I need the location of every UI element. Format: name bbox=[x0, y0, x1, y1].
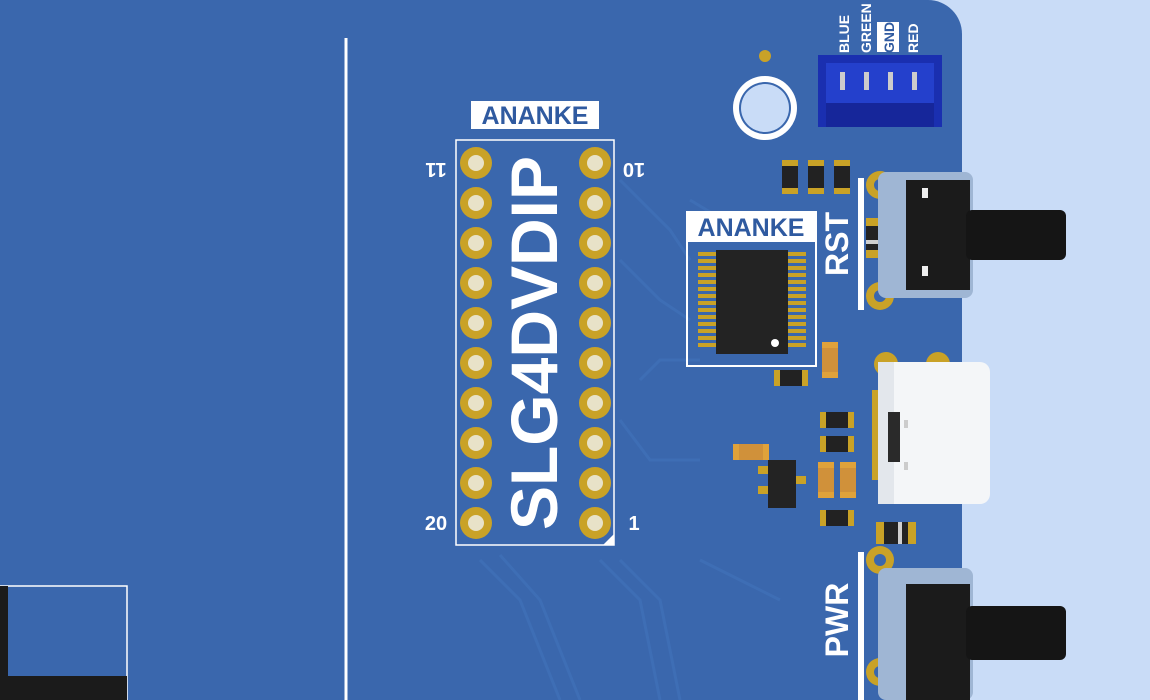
dip-drill bbox=[468, 315, 484, 331]
dip-footprint bbox=[455, 139, 615, 546]
connector-label-green: GREEN bbox=[858, 3, 874, 53]
ic-label: ANANKE bbox=[698, 214, 805, 242]
resistor-array-top bbox=[782, 160, 850, 194]
ic-pin bbox=[786, 252, 806, 256]
dip-drill bbox=[587, 395, 603, 411]
dip-drill bbox=[468, 155, 484, 171]
ic-pin bbox=[786, 273, 806, 277]
ic-pin bbox=[786, 308, 806, 312]
usb-c-connector bbox=[872, 352, 990, 504]
ic-pin bbox=[698, 259, 718, 263]
ic-pin bbox=[698, 329, 718, 333]
ic-pin bbox=[786, 343, 806, 347]
ic-pin bbox=[786, 315, 806, 319]
ic-pin bbox=[698, 287, 718, 291]
ic-pin bbox=[698, 280, 718, 284]
connector-label-red: RED bbox=[905, 23, 921, 53]
module-label: ANANKE bbox=[482, 102, 589, 130]
ic-pin bbox=[786, 294, 806, 298]
pin-20-label: 20 bbox=[425, 513, 447, 535]
rgb-connector bbox=[818, 55, 942, 127]
mounting-hole bbox=[733, 50, 797, 140]
ic-pin bbox=[698, 266, 718, 270]
dip-drill bbox=[587, 195, 603, 211]
pwr-label: PWR bbox=[819, 583, 855, 658]
dip-drill bbox=[468, 195, 484, 211]
ic-pin bbox=[698, 322, 718, 326]
dip-drill bbox=[587, 275, 603, 291]
pin-1-label: 1 bbox=[628, 513, 639, 535]
pin-10-label: 10 bbox=[623, 158, 645, 180]
dip-drill bbox=[468, 275, 484, 291]
connector-label-gnd: GND bbox=[881, 22, 897, 53]
ic-pin bbox=[698, 336, 718, 340]
dip-chip-label: SLG4DVDIP bbox=[497, 156, 571, 530]
pin-11-label: 11 bbox=[425, 158, 446, 180]
ic-pin bbox=[786, 266, 806, 270]
pwr-button bbox=[858, 546, 1066, 700]
ic-pin bbox=[786, 259, 806, 263]
dip-drill bbox=[587, 435, 603, 451]
dip-drill bbox=[468, 355, 484, 371]
ic-pin bbox=[698, 308, 718, 312]
ic-pin bbox=[698, 252, 718, 256]
dip-drill bbox=[587, 235, 603, 251]
module-label-box: ANANKE bbox=[471, 101, 599, 130]
ic-pin bbox=[786, 287, 806, 291]
dip-drill bbox=[468, 395, 484, 411]
ic-pin bbox=[786, 322, 806, 326]
ic-pin bbox=[698, 294, 718, 298]
dip-drill bbox=[468, 235, 484, 251]
ic-pin bbox=[698, 315, 718, 319]
ic-pin bbox=[698, 343, 718, 347]
ic-pin bbox=[698, 301, 718, 305]
dip-pads bbox=[460, 147, 611, 539]
bottom-left-module bbox=[0, 585, 128, 700]
ic-pin bbox=[786, 280, 806, 284]
dip-drill bbox=[468, 475, 484, 491]
rst-button bbox=[858, 171, 1066, 310]
dip-drill bbox=[587, 155, 603, 171]
connector-labels: BLUE GREEN GND RED bbox=[836, 3, 921, 53]
dip-drill bbox=[587, 515, 603, 531]
dip-drill bbox=[587, 475, 603, 491]
ic-pin bbox=[786, 336, 806, 340]
connector-label-blue: BLUE bbox=[836, 15, 852, 53]
rst-label: RST bbox=[819, 212, 855, 276]
ic-footprint: ANANKE bbox=[686, 211, 817, 367]
ic-pin bbox=[786, 301, 806, 305]
dip-drill bbox=[587, 315, 603, 331]
ic-pin bbox=[698, 273, 718, 277]
ic-pin bbox=[786, 329, 806, 333]
dip-drill bbox=[468, 515, 484, 531]
dip-drill bbox=[587, 355, 603, 371]
dip-drill bbox=[468, 435, 484, 451]
